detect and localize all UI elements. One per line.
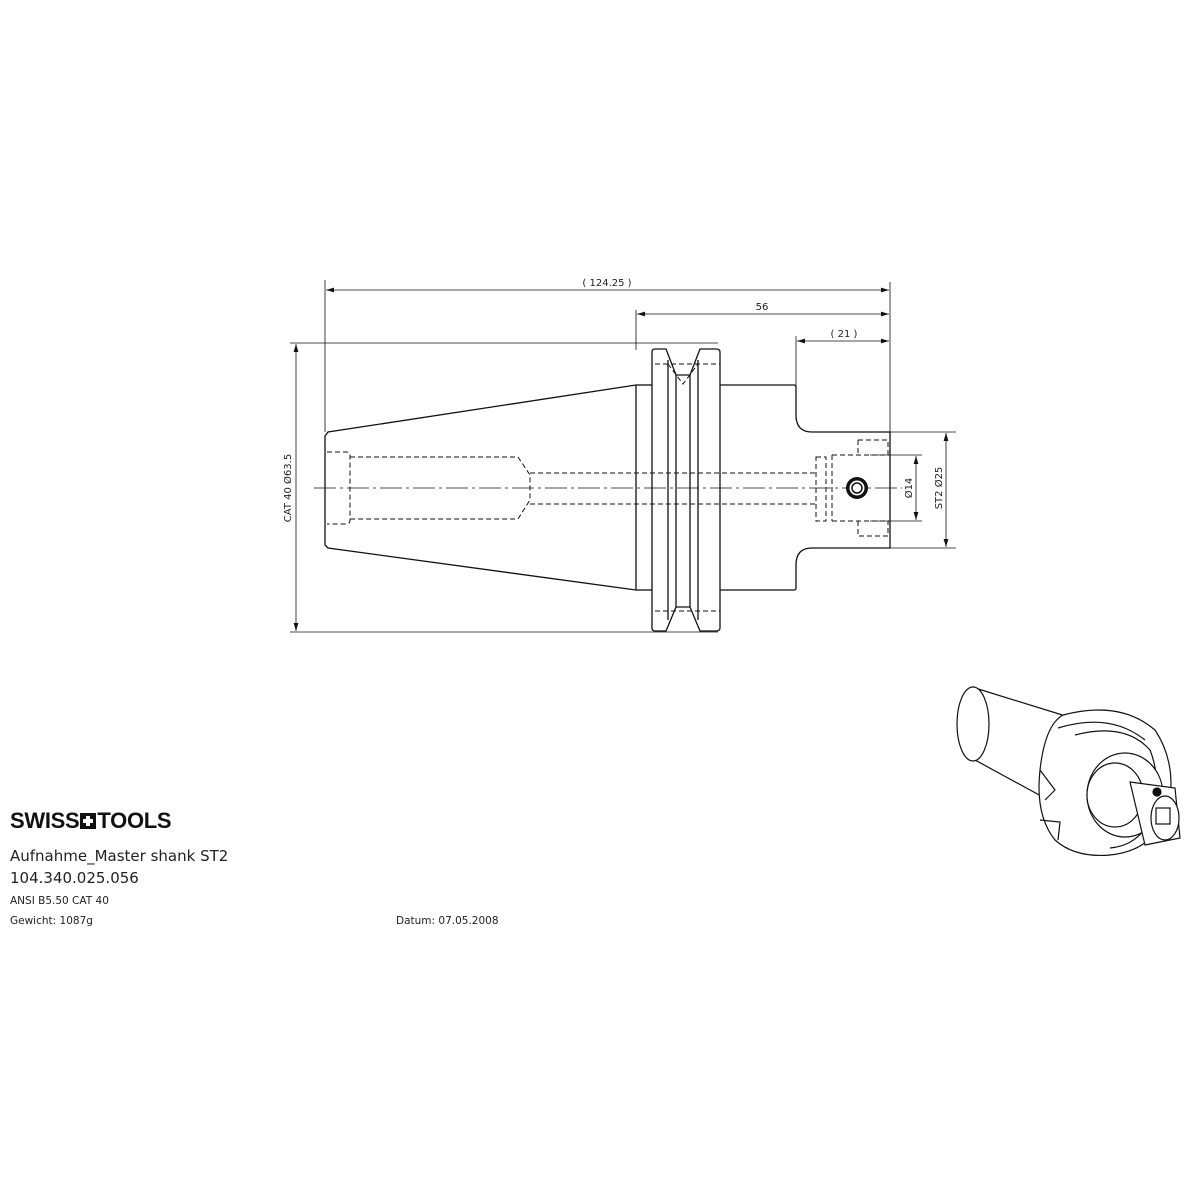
isometric-view (956, 686, 1181, 857)
swiss-cross-icon (80, 813, 97, 829)
side-view: ( 124.25 ) 56 ( 21 ) CAT 40 Ø63.5 Ø14 ST… (282, 278, 956, 633)
dim-overall-length-label: ( 124.25 ) (582, 278, 631, 289)
dim-flange-to-end-label: 56 (756, 302, 769, 313)
hidden-lines (327, 352, 890, 612)
set-screw (846, 477, 868, 499)
brand-logo-tools: TOOLS (97, 808, 172, 833)
brand-logo-swiss: SWISS (10, 808, 80, 833)
standard: ANSI B5.50 CAT 40 (10, 895, 109, 907)
dim-taper-diameter-label: CAT 40 Ø63.5 (282, 454, 294, 522)
dim-neck-length-label: ( 21 ) (831, 329, 858, 340)
extension-lines (290, 280, 956, 633)
brand-logo: SWISS TOOLS (10, 808, 172, 834)
dim-shank-diameter-label: ST2 Ø25 (933, 467, 945, 510)
dim-bore-diameter-label: Ø14 (903, 478, 915, 499)
weight: Gewicht: 1087g (10, 915, 93, 927)
drawing-title: Aufnahme_Master shank ST2 (10, 847, 229, 865)
part-number: 104.340.025.056 (10, 869, 139, 887)
holder-outline (324, 348, 891, 632)
date: Datum: 07.05.2008 (396, 915, 499, 927)
